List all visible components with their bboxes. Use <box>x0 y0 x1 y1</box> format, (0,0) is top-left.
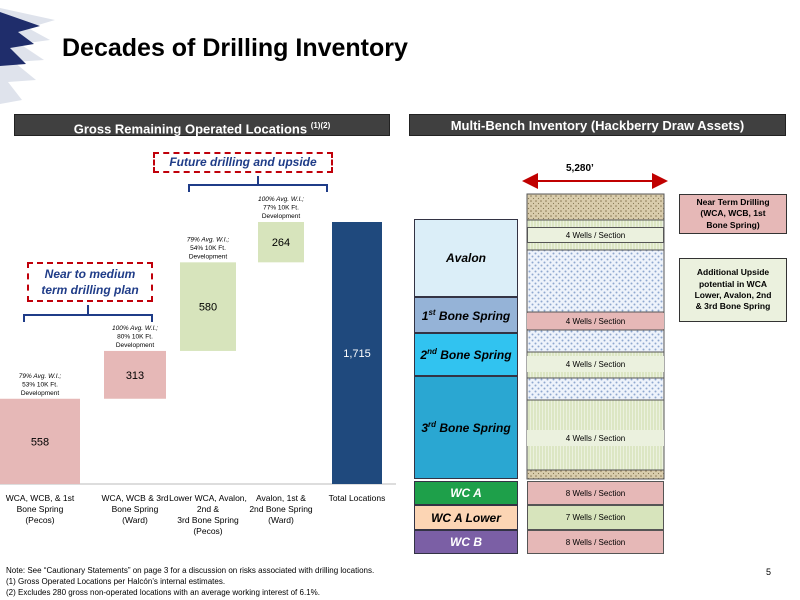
avalon-wells-label: 4 Wells / Section <box>527 227 664 243</box>
bar-annotation-3-1: 77% 10K Ft. <box>263 205 299 212</box>
section-width-arrow <box>522 173 668 189</box>
bar-value-label-3: 264 <box>272 237 290 249</box>
avalon-lower-band <box>526 249 665 313</box>
bar-annotation-2-2: Development <box>189 253 227 260</box>
footnote-1: (1) Gross Operated Locations per Halcón’… <box>6 576 226 586</box>
bone1-wells-label: 4 Wells / Section <box>527 313 664 329</box>
bone3-upper-band <box>526 377 665 401</box>
bar-value-label-1: 313 <box>126 370 144 382</box>
bench-3rd-bone-spring: 3rd Bone Spring <box>414 376 518 479</box>
bench-2nd-bone-spring: 2nd Bone Spring <box>414 333 518 376</box>
left-section-superscript: (1)(2) <box>310 121 331 130</box>
left-section-header: Gross Remaining Operated Locations (1)(2… <box>14 114 390 136</box>
footnote-2: (2) Excludes 280 gross non-operated loca… <box>6 587 320 597</box>
bar-annotation-0-0: 79% Avg. W.I.; <box>19 373 62 380</box>
bone3-base-band <box>526 469 665 480</box>
bar-4 <box>332 222 382 484</box>
page-number: 5 <box>766 567 772 577</box>
wca-wells-label: 8 Wells / Section <box>527 481 664 505</box>
bar-3 <box>258 222 304 263</box>
bar-annotation-2-1: 54% 10K Ft. <box>190 245 226 252</box>
future-drilling-callout: Future drilling and upside <box>153 152 333 173</box>
legend-near-term: Near Term Drilling (WCA, WCB, 1st Bone S… <box>679 194 787 234</box>
bar-0 <box>0 398 80 484</box>
bar-2 <box>180 262 236 351</box>
wcb-wells-label: 8 Wells / Section <box>527 530 664 554</box>
bone2-upper-band <box>526 329 665 353</box>
bar-annotation-1-2: Development <box>116 342 154 349</box>
callout-braces <box>23 176 328 322</box>
category-label-2: Lower WCA, Avalon,2nd &3rd Bone Spring(P… <box>169 493 247 537</box>
bone3-wells-label: 4 Wells / Section <box>527 430 664 446</box>
bar-value-label-2: 580 <box>199 302 217 314</box>
bench-1st-bone-spring: 1st Bone Spring <box>414 297 518 333</box>
bar-annotation-0-2: Development <box>21 390 59 397</box>
bench-wc-a-lower: WC A Lower <box>414 505 518 530</box>
bar-value-label-0: 558 <box>31 436 49 448</box>
cap-rock-layer <box>526 193 665 221</box>
right-section-header: Multi-Bench Inventory (Hackberry Draw As… <box>409 114 786 136</box>
future-brace <box>188 176 328 192</box>
bar-annotation-2-0: 79% Avg. W.I.; <box>187 236 230 243</box>
category-label-3: Avalon, 1st &2nd Bone Spring(Ward) <box>249 493 313 526</box>
near-term-callout-line2: term drilling plan <box>41 283 139 297</box>
bench-wc-b: WC B <box>414 530 518 554</box>
legend-upside: Additional Upside potential in WCA Lower… <box>679 258 787 322</box>
bar-annotation-0-1: 53% 10K Ft. <box>22 381 58 388</box>
category-label-4: Total Locations <box>328 493 386 503</box>
footnotes: Note: See “Cautionary Statements” on pag… <box>6 566 374 598</box>
bone2-wells-label: 4 Wells / Section <box>527 356 664 372</box>
bench-avalon: Avalon <box>414 219 518 297</box>
right-section-title: Multi-Bench Inventory (Hackberry Draw As… <box>450 118 745 133</box>
footnote-note: Note: See “Cautionary Statements” on pag… <box>6 566 375 575</box>
bar-annotation-1-0: 100% Avg. W.I.; <box>112 325 158 332</box>
near-term-brace <box>23 305 153 322</box>
page-title: Decades of Drilling Inventory <box>62 34 408 62</box>
bar-annotation-3-0: 100% Avg. W.I.; <box>258 196 304 203</box>
section-width-label: 5,280’ <box>566 163 594 174</box>
near-term-callout-line1: Near to medium <box>44 267 136 281</box>
near-term-callout: Near to medium term drilling plan <box>27 262 153 302</box>
bar-value-label-4: 1,715 <box>343 348 371 360</box>
bar-annotation-1-1: 80% 10K Ft. <box>117 333 153 340</box>
company-logo <box>0 8 55 104</box>
wca-lower-wells-label: 7 Wells / Section <box>527 505 664 530</box>
bench-wc-a: WC A <box>414 481 518 505</box>
left-section-title: Gross Remaining Operated Locations <box>73 121 308 137</box>
bar-annotation-3-2: Development <box>262 213 300 220</box>
bar-1 <box>104 350 166 399</box>
